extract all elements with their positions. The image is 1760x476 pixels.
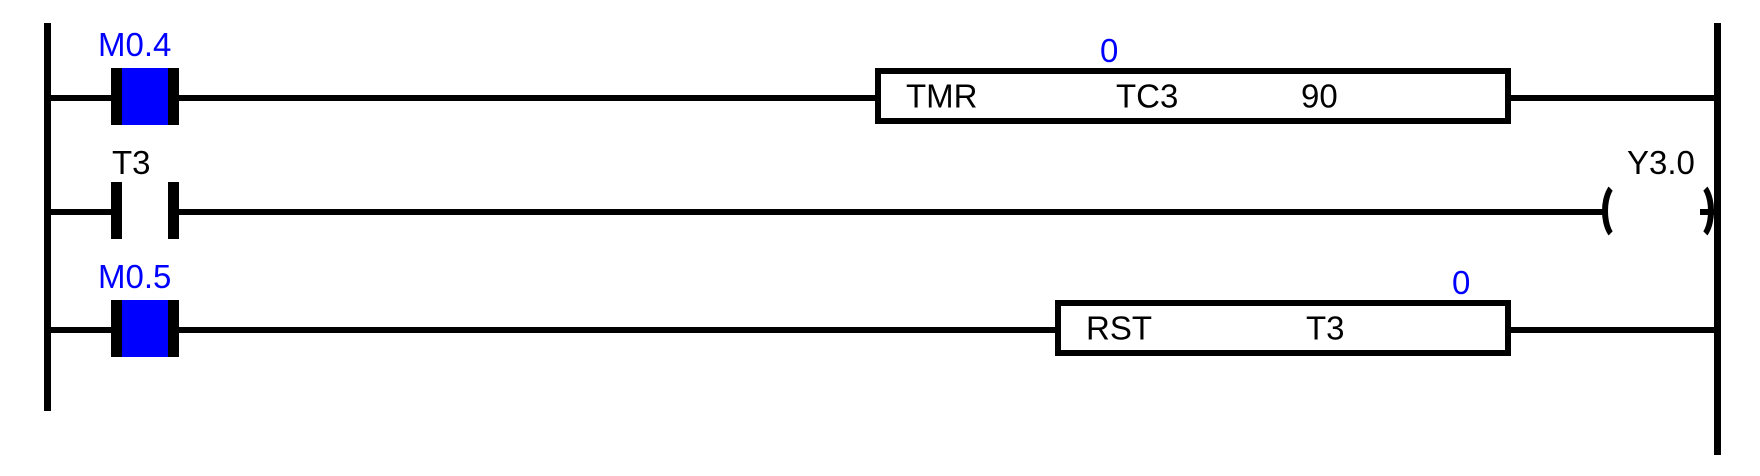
rst-mnemonic: RST <box>1086 309 1152 347</box>
rung-3-wire-to-right-rail <box>1508 327 1718 333</box>
left-power-rail <box>44 23 51 411</box>
contact-fill <box>122 182 168 239</box>
contact-m04[interactable] <box>111 68 179 125</box>
contact-bar-left <box>111 182 122 239</box>
rung-2-wire-right <box>176 209 1606 215</box>
instruction-box-rst[interactable]: RST T3 <box>1055 300 1511 356</box>
contact-bar-right <box>168 68 179 125</box>
contact-bar-right <box>168 300 179 357</box>
rst-operand: T3 <box>1306 309 1345 347</box>
contact-m05[interactable] <box>111 300 179 357</box>
instruction-box-tmr[interactable]: TMR TC3 90 <box>875 68 1511 124</box>
coil-y30[interactable] <box>1602 180 1714 242</box>
rung-2-wire-to-right-rail <box>1700 209 1718 215</box>
rung-1-wire-right <box>176 95 878 101</box>
contact-bar-left <box>111 68 122 125</box>
contact-label-t3: T3 <box>112 144 151 181</box>
rung-3-wire-left <box>44 327 116 333</box>
tmr-current-value: 0 <box>1100 32 1119 69</box>
coil-label-y30: Y3.0 <box>1627 144 1695 181</box>
rst-current-value: 0 <box>1452 264 1471 301</box>
rung-2-wire-left <box>44 209 116 215</box>
right-power-rail <box>1714 23 1721 455</box>
contact-fill <box>122 300 168 357</box>
tmr-mnemonic: TMR <box>906 77 978 115</box>
rung-1-wire-left <box>44 95 116 101</box>
contact-fill <box>122 68 168 125</box>
rung-3-wire-right <box>176 327 1058 333</box>
tmr-preset: 90 <box>1301 77 1338 115</box>
rung-1-wire-to-right-rail <box>1508 95 1718 101</box>
contact-label-m05: M0.5 <box>98 258 172 295</box>
contact-label-m04: M0.4 <box>98 26 172 63</box>
contact-bar-left <box>111 300 122 357</box>
tmr-operand: TC3 <box>1116 77 1179 115</box>
contact-bar-right <box>168 182 179 239</box>
contact-t3[interactable] <box>111 182 179 239</box>
coil-arc-left <box>1602 180 1636 242</box>
